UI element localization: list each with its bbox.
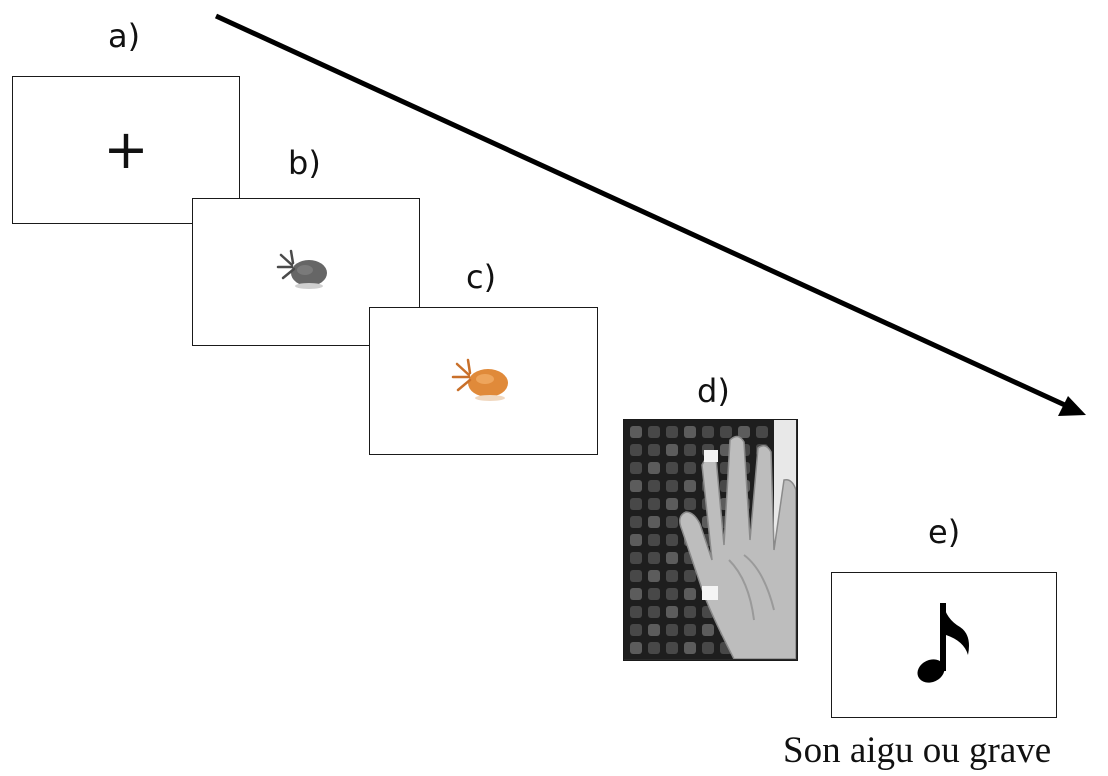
keyboard-key	[630, 552, 642, 564]
keyboard-key	[648, 426, 660, 438]
keyboard-key	[648, 462, 660, 474]
caption: Son aigu ou grave	[783, 730, 1052, 771]
keyboard-key	[666, 426, 678, 438]
hand-on-keyboard-photo	[624, 420, 796, 659]
keyboard-key	[630, 498, 642, 510]
music-note-icon	[917, 603, 969, 683]
keyboard-key	[666, 642, 678, 654]
keyboard-key	[666, 570, 678, 582]
step-e-label: e)	[928, 513, 961, 551]
step-a-label: a)	[108, 17, 141, 55]
keyboard-key	[684, 588, 696, 600]
keyboard-key	[630, 444, 642, 456]
keyboard-key	[630, 462, 642, 474]
colored-stimulus-screen	[369, 307, 598, 455]
keyboard-key	[666, 444, 678, 456]
keyboard-key	[702, 426, 714, 438]
keyboard-key	[630, 426, 642, 438]
keyboard-key	[648, 480, 660, 492]
keyboard-key	[630, 480, 642, 492]
keyboard-key	[630, 606, 642, 618]
keyboard-key	[648, 570, 660, 582]
tone-screen	[831, 572, 1057, 718]
keyboard-key	[648, 642, 660, 654]
keyboard-key	[684, 444, 696, 456]
keyboard-key	[702, 642, 714, 654]
keyboard-key	[666, 606, 678, 618]
keyboard-key	[630, 642, 642, 654]
keyboard-key	[684, 642, 696, 654]
keyboard-key	[666, 516, 678, 528]
keyboard-key	[666, 552, 678, 564]
keyboard-key	[684, 498, 696, 510]
keyboard-key	[702, 624, 714, 636]
keyboard-key	[720, 426, 732, 438]
response-keyboard-photo	[623, 419, 798, 661]
fixation-cross: +	[103, 118, 149, 181]
keyboard-key	[630, 516, 642, 528]
keyboard-key	[648, 552, 660, 564]
keyboard-key	[684, 570, 696, 582]
keyboard-key	[684, 480, 696, 492]
step-b-label: b)	[288, 144, 321, 182]
keyboard-key	[648, 624, 660, 636]
keyboard-key	[648, 606, 660, 618]
keyboard-key	[648, 534, 660, 546]
keyboard-key	[630, 534, 642, 546]
keyboard-key	[648, 444, 660, 456]
keyboard-key	[648, 498, 660, 510]
keyboard-key	[738, 426, 750, 438]
keyboard-key	[666, 480, 678, 492]
keyboard-key	[684, 426, 696, 438]
gray-strawberry-icon	[276, 249, 327, 289]
keyboard-key	[666, 534, 678, 546]
keyboard-key	[684, 624, 696, 636]
keyboard-key	[630, 624, 642, 636]
keyboard-key	[648, 516, 660, 528]
keyboard-key	[666, 624, 678, 636]
keyboard-key	[684, 462, 696, 474]
keyboard-key	[684, 606, 696, 618]
step-d-label: d)	[697, 372, 730, 410]
keyboard-key	[630, 588, 642, 600]
keyboard-key	[666, 462, 678, 474]
keyboard-key	[648, 588, 660, 600]
keyboard-key	[666, 498, 678, 510]
keyboard-key	[756, 426, 768, 438]
step-c-label: c)	[466, 258, 497, 296]
orange-strawberry-icon	[451, 358, 508, 401]
keyboard-key	[666, 588, 678, 600]
keyboard-key	[630, 570, 642, 582]
